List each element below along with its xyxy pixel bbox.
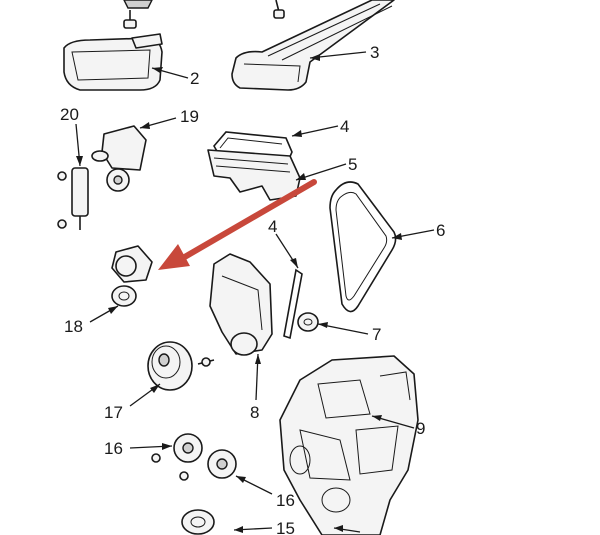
washer-7 (297, 312, 319, 332)
callout-9: 9 (416, 419, 425, 438)
idler-pulley-assembly (111, 245, 153, 307)
callout-labels: 2 3 4 5 6 4 7 8 9 20 19 18 17 16 16 15 (60, 43, 445, 535)
camshaft-sprocket-2 (207, 449, 237, 479)
callout-19: 19 (180, 107, 199, 126)
callout-16-right: 16 (276, 491, 295, 510)
top-bolt-right (273, 0, 285, 19)
callout-7: 7 (372, 325, 381, 344)
idler-roller-15 (181, 509, 330, 535)
callout-15: 15 (276, 519, 295, 535)
callout-18: 18 (64, 317, 83, 336)
callout-20: 20 (60, 105, 79, 124)
timing-belt (329, 181, 397, 313)
tensioner-assembly (91, 125, 147, 192)
crankshaft-pulley (147, 341, 215, 391)
callout-6: 6 (436, 221, 445, 240)
lower-timing-cover (209, 253, 273, 356)
callout-2: 2 (190, 69, 199, 88)
upper-rocker-cover (231, 0, 395, 91)
sprocket-bolts (151, 453, 189, 481)
callout-16-left: 16 (104, 439, 123, 458)
engine-block (279, 355, 419, 535)
upper-timing-cover (63, 33, 163, 91)
middle-timing-cover (207, 149, 301, 201)
guide-strip-4 (283, 268, 303, 340)
tensioner-damper (57, 167, 89, 230)
camshaft-sprocket-1 (173, 433, 203, 463)
leader-lines (75, 51, 435, 533)
callout-4-top: 4 (340, 117, 349, 136)
callout-5: 5 (348, 155, 357, 174)
callout-4-lower: 4 (268, 217, 277, 236)
callout-3: 3 (370, 43, 379, 62)
callout-17: 17 (104, 403, 123, 422)
highlight-arrow (158, 179, 317, 270)
callout-8: 8 (250, 403, 259, 422)
top-bolt-left (123, 0, 153, 29)
